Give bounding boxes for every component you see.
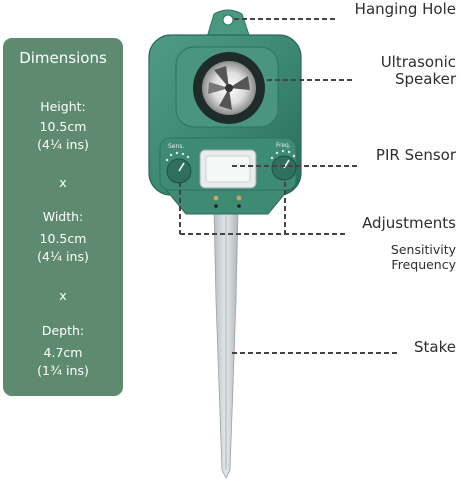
label-pir-sensor: PIR Sensor [375, 146, 456, 164]
leader-lines [179, 18, 398, 354]
label-hanging-hole: Hanging Hole [354, 0, 456, 18]
depth-label: Depth: [41, 323, 85, 338]
label-sensitivity: Sensitivity [390, 242, 456, 257]
depth-in: (1¾ ins) [37, 363, 89, 378]
hanging-hole [222, 14, 234, 26]
width-label: Width: [42, 209, 84, 224]
height-label: Height: [40, 99, 86, 114]
label-frequency: Frequency [391, 257, 456, 272]
width-cm: 10.5cm [39, 231, 87, 246]
label-speaker-line1: Ultrasonic [380, 53, 456, 71]
label-speaker-line2: Speaker [394, 70, 456, 88]
device-body: Sens. Freq. [148, 9, 302, 215]
width-in: (4¼ ins) [37, 249, 89, 264]
depth-cm: 4.7cm [43, 345, 83, 360]
freq-label: Freq. [276, 142, 291, 149]
separator-x: x [59, 288, 67, 303]
stake [213, 209, 239, 479]
sens-label: Sens. [168, 143, 184, 150]
label-adjustments: Adjustments [362, 214, 456, 232]
separator-x: x [59, 175, 67, 190]
label-stake: Stake [414, 338, 456, 356]
dimensions-panel: Dimensions Height: 10.5cm (4¼ ins) x Wid… [3, 38, 123, 396]
height-in: (4¼ ins) [37, 137, 89, 152]
dimensions-title: Dimensions [19, 49, 107, 67]
height-cm: 10.5cm [39, 119, 87, 134]
